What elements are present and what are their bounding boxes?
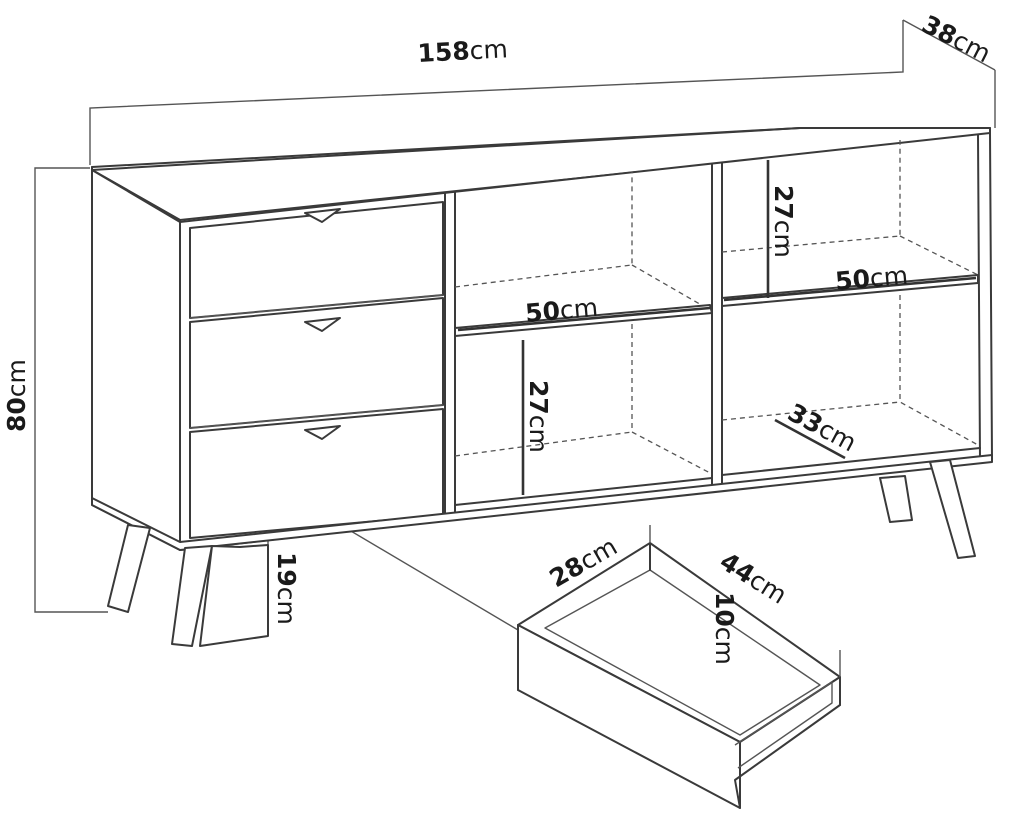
label-shelf-width-right: 50cm bbox=[834, 261, 909, 296]
drawer-handle-icon bbox=[304, 317, 341, 332]
svg-text:50cm: 50cm bbox=[834, 261, 909, 296]
svg-text:50cm: 50cm bbox=[524, 293, 599, 328]
label-drawer-height: 10cm bbox=[710, 592, 739, 665]
drawer-detached bbox=[517, 525, 841, 809]
svg-text:27cm: 27cm bbox=[524, 380, 553, 453]
drawer-handle-icon bbox=[304, 208, 341, 223]
legs bbox=[107, 459, 976, 647]
svg-text:27cm: 27cm bbox=[769, 185, 798, 258]
left-side-panel bbox=[91, 169, 181, 551]
label-width: 158cm bbox=[417, 34, 509, 68]
sideboard bbox=[91, 127, 993, 647]
svg-text:38cm: 38cm bbox=[917, 10, 995, 69]
svg-text:19cm: 19cm bbox=[272, 552, 301, 625]
drawer-handle-icon bbox=[304, 425, 341, 440]
svg-text:158cm: 158cm bbox=[417, 34, 509, 68]
label-compartment-height-right: 27cm bbox=[769, 185, 798, 258]
label-leg-height: 19cm bbox=[272, 552, 301, 625]
label-shelf-width-middle: 50cm bbox=[524, 293, 599, 328]
svg-text:80cm: 80cm bbox=[2, 359, 31, 432]
label-height: 80cm bbox=[2, 359, 31, 432]
svg-text:10cm: 10cm bbox=[710, 592, 739, 665]
drawer-fronts bbox=[189, 201, 444, 539]
label-compartment-height-middle: 27cm bbox=[524, 380, 553, 453]
label-depth: 38cm bbox=[917, 10, 995, 69]
